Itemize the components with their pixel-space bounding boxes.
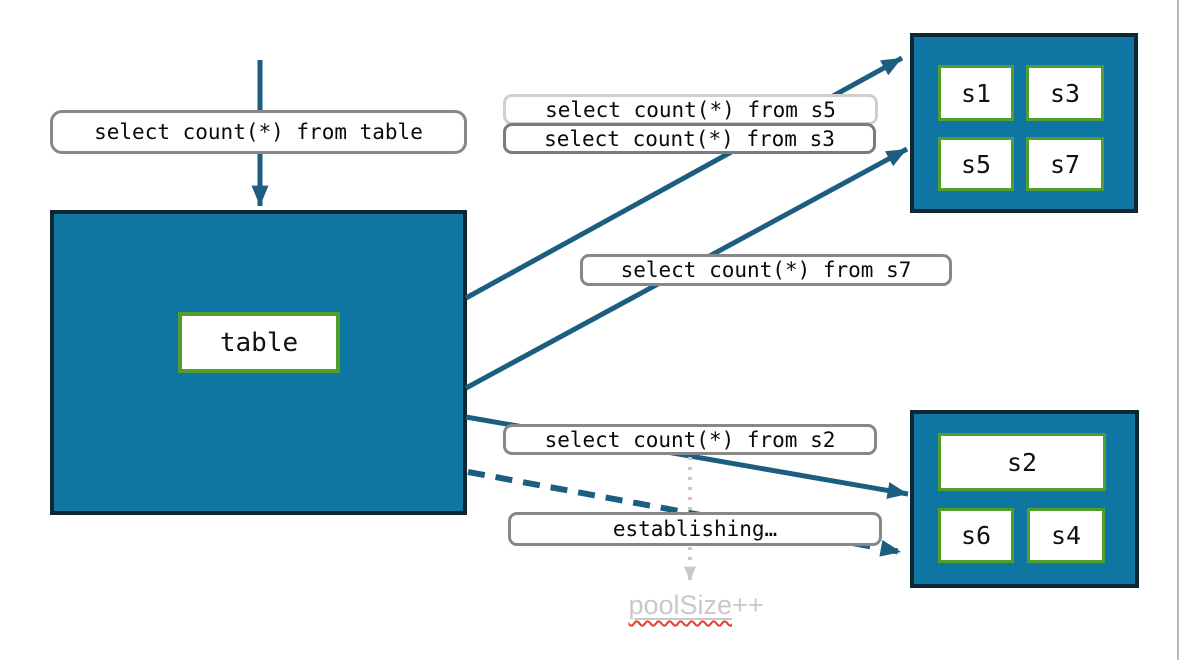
query-label-from-s7: select count(*) from s7 (580, 254, 952, 286)
shard-node-s7: s7 (1026, 137, 1104, 191)
poolsize-suffix: ++ (732, 590, 764, 620)
canvas-edge-line (1177, 0, 1179, 660)
query-text: select count(*) from s3 (544, 126, 835, 151)
shard-node-s1: s1 (938, 65, 1014, 121)
table-label: table (219, 327, 299, 358)
query-label-establishing: establishing… (508, 512, 882, 546)
shard-node-s3: s3 (1026, 65, 1104, 121)
shard-label: s5 (960, 149, 992, 179)
poolsize-annotation: poolSize++ (598, 590, 794, 621)
query-text: select count(*) from s2 (544, 427, 836, 452)
shard-label: s4 (1050, 521, 1082, 550)
main-table-container: table (50, 210, 467, 515)
query-text: select count(*) from s7 (620, 258, 912, 282)
shard-node-s6: s6 (938, 508, 1014, 563)
shard-group-bottom: s2 s6 s4 (910, 410, 1139, 588)
shard-node-s4: s4 (1027, 508, 1105, 563)
shard-group-top: s1 s3 s5 s7 (910, 33, 1138, 213)
spellcheck-squiggle: poolSize (628, 590, 732, 620)
query-text: establishing… (612, 517, 778, 541)
shard-node-s2: s2 (938, 433, 1106, 491)
query-label-from-s5: select count(*) from s5 (503, 94, 878, 125)
shard-label: s2 (1006, 447, 1038, 477)
query-text: select count(*) from s5 (545, 97, 836, 122)
shard-label: s1 (960, 78, 992, 108)
query-text: select count(*) from table (94, 120, 423, 144)
query-label-from-table: select count(*) from table (50, 110, 467, 154)
shard-label: s7 (1049, 149, 1081, 179)
shard-label: s6 (960, 521, 992, 550)
query-label-from-s3: select count(*) from s3 (503, 123, 876, 154)
query-label-from-s2: select count(*) from s2 (503, 424, 877, 455)
table-node: table (178, 312, 340, 373)
poolsize-word: poolSize (628, 590, 733, 620)
shard-label: s3 (1049, 78, 1081, 108)
shard-node-s5: s5 (938, 137, 1014, 191)
